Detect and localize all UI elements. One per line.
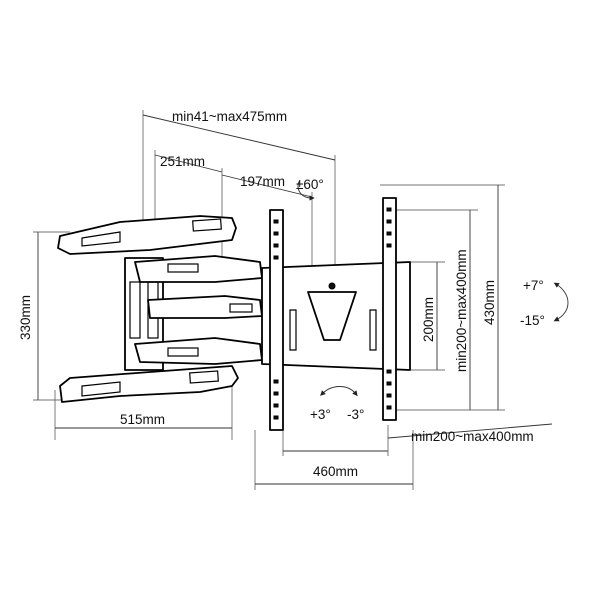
level-minus-label: -3° [347,407,364,422]
rotation-indicators [297,179,569,397]
wall-plate-and-arms [57,215,263,403]
vesa-vertical-range-label: min200~max400mm [454,249,469,372]
bracket-width-label: 460mm [313,464,358,479]
height-330-label: 330mm [18,295,33,340]
vesa-vertical-fixed-label: 200mm [421,297,436,342]
arm-length-2-label: 197mm [240,174,285,189]
vesa-horizontal-range-label: min200~max400mm [411,429,534,444]
vesa-rails [269,197,397,431]
arm-length-1-label: 251mm [160,154,205,169]
bracket-height-label: 430mm [482,280,497,325]
swivel-label: ±60° [296,177,324,192]
dimension-labels: min41~max475mm 251mm 197mm ±60° 330mm 51… [18,109,545,479]
level-plus-label: +3° [310,407,331,422]
dimension-lines [33,110,553,490]
center-adapter [261,261,411,371]
tilt-up-label: +7° [523,278,544,293]
arm-extension-label: min41~max475mm [172,109,287,124]
width-515-label: 515mm [120,412,165,427]
tilt-down-label: -15° [520,313,545,328]
